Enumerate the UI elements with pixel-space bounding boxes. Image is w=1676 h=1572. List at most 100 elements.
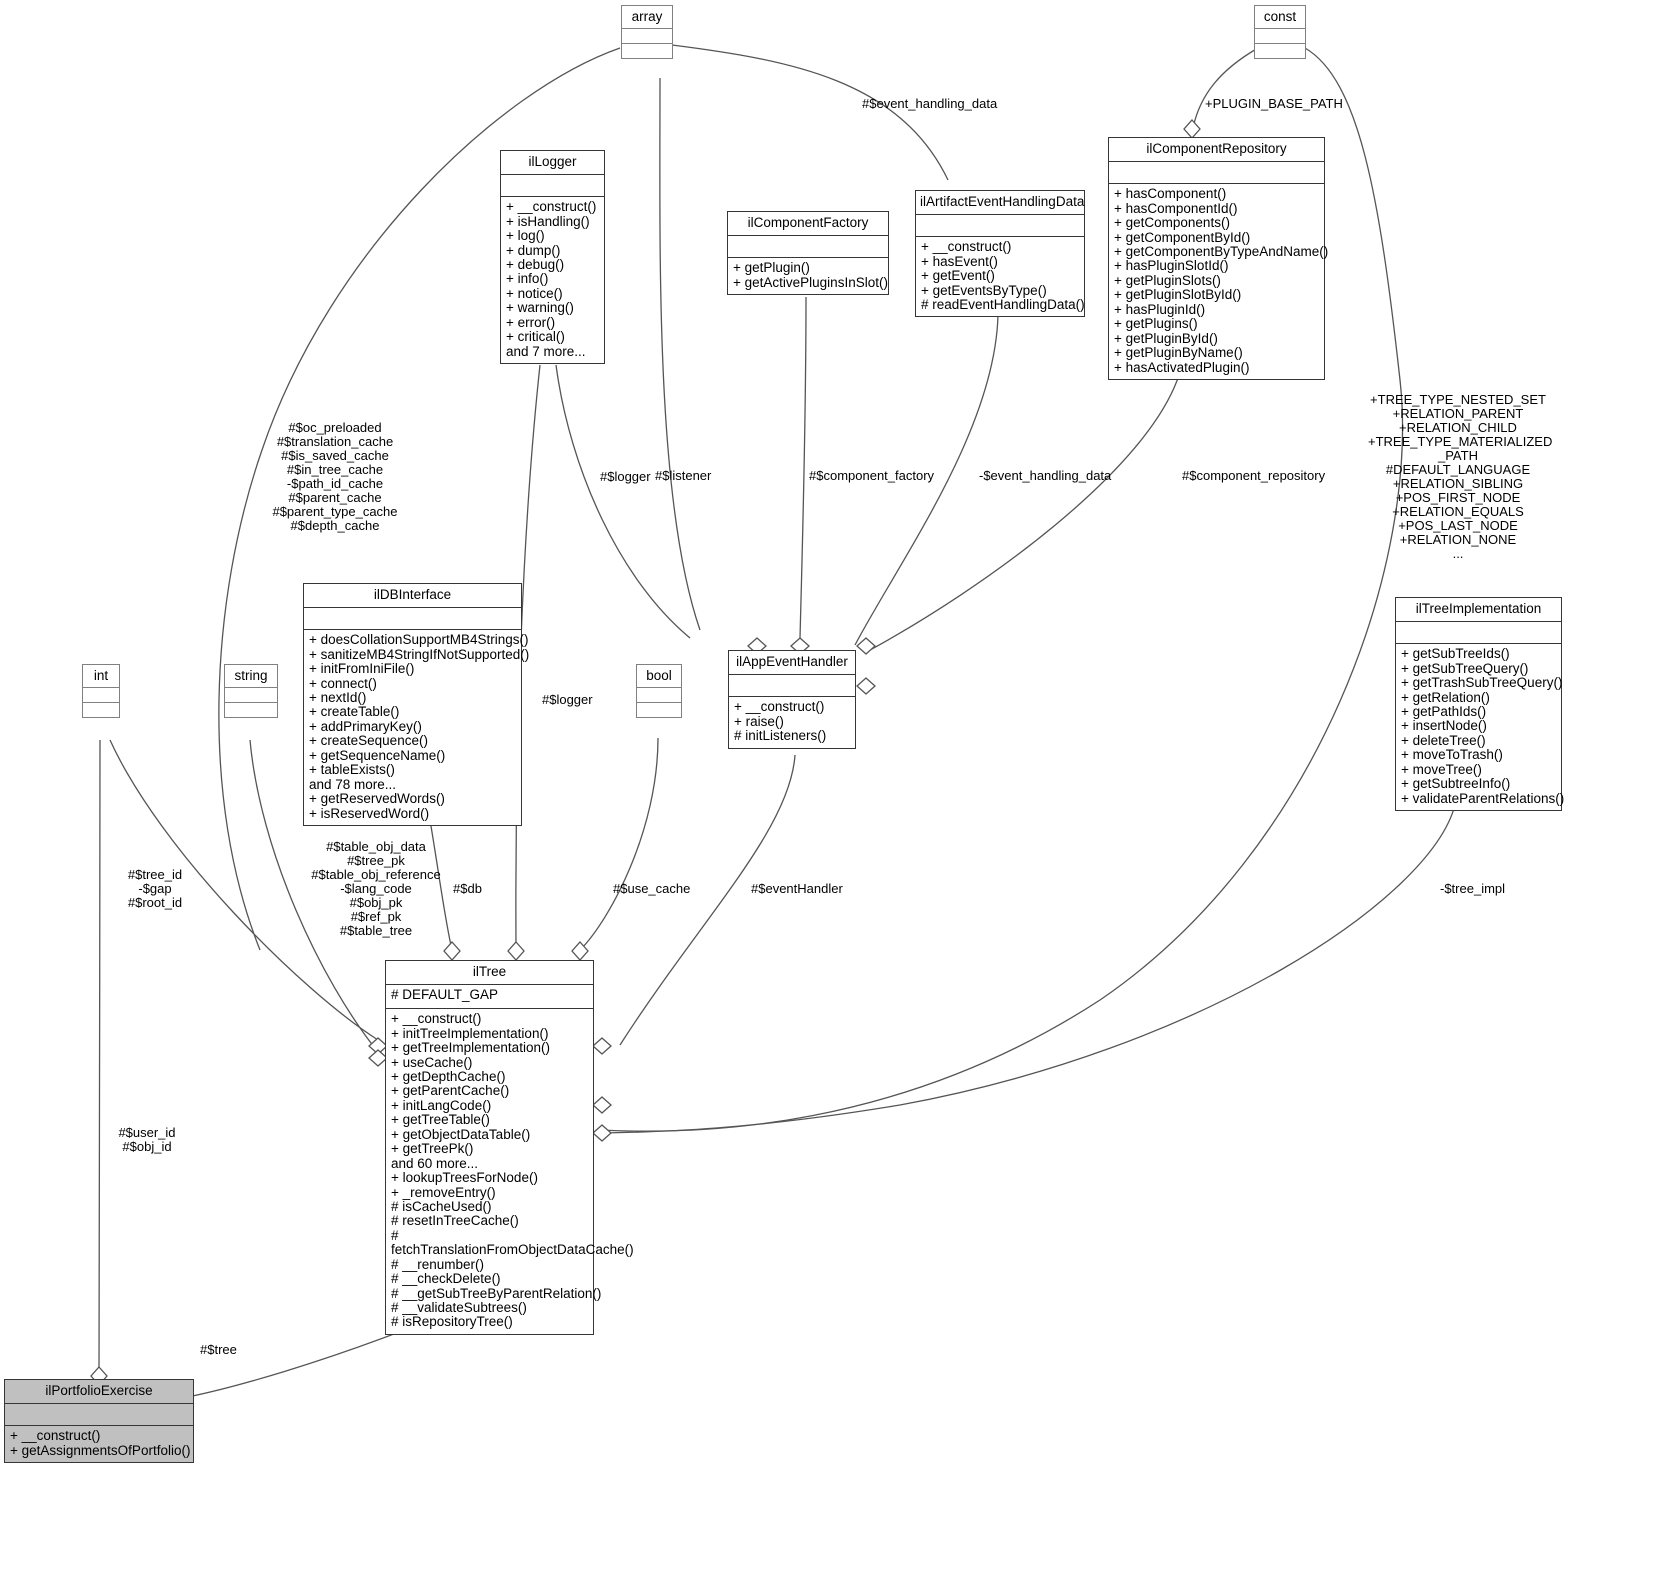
class-ops-ilartifacteventhandlingdata: + __construct() + hasEvent() + getEvent(… xyxy=(916,237,1085,316)
operation: + connect() xyxy=(309,675,377,691)
operation: + __construct() xyxy=(506,199,597,215)
type-box-array: array xyxy=(621,5,673,59)
operation: + initTreeImplementation() xyxy=(391,1025,549,1041)
operation: + getTreeTable() xyxy=(391,1112,490,1128)
operation: + hasEvent() xyxy=(921,253,998,269)
type-box-row xyxy=(83,703,119,717)
operation: + isHandling() xyxy=(506,213,590,229)
class-box-ilartifacteventhandlingdata[interactable]: ilArtifactEventHandlingData + __construc… xyxy=(915,190,1085,318)
class-attrs-ildbinterface xyxy=(304,608,521,631)
operation: + deleteTree() xyxy=(1401,732,1486,748)
operation: + __construct() xyxy=(921,239,1012,255)
class-box-ilportfolioexercise[interactable]: ilPortfolioExercise + __construct() + ge… xyxy=(4,1379,194,1464)
class-name-ilportfolioexercise: ilPortfolioExercise xyxy=(5,1380,193,1405)
operation: + addPrimaryKey() xyxy=(309,718,422,734)
edge-label-component-factory: #$component_factory xyxy=(809,468,935,483)
class-box-ilcomponentrepository[interactable]: ilComponentRepository + hasComponent() +… xyxy=(1108,137,1329,380)
class-attrs-ilportfolioexercise xyxy=(5,1404,193,1427)
class-box-iltreeimplementation[interactable]: ilTreeImplementation + getSubTreeIds() +… xyxy=(1395,597,1564,812)
class-ops-ildbinterface: + doesCollationSupportMB4Strings() + san… xyxy=(304,630,530,825)
type-box-row xyxy=(637,703,681,717)
operation: + _removeEntry() xyxy=(391,1184,496,1200)
type-box-row xyxy=(1255,29,1305,44)
operation: + getPlugin() xyxy=(733,260,810,276)
class-ops-iltree: + __construct() + initTreeImplementation… xyxy=(386,1009,634,1334)
operation: + hasComponentId() xyxy=(1114,200,1238,216)
edge-label-use-cache: #$use_cache xyxy=(613,881,691,896)
edge-label-tree: #$tree xyxy=(200,1342,237,1357)
class-attrs-iltree: # DEFAULT_GAP xyxy=(386,985,593,1010)
operation: + info() xyxy=(506,271,549,287)
type-box-row xyxy=(225,703,277,717)
operation: + moveToTrash() xyxy=(1401,747,1503,763)
edge-label-user-obj-ids: #$user_id #$obj_id xyxy=(118,1125,176,1155)
class-attrs-iltreeimplementation xyxy=(1396,622,1561,645)
operation: # readEventHandlingData() xyxy=(921,297,1085,313)
operation: + error() xyxy=(506,314,556,330)
operation: + warning() xyxy=(506,300,574,316)
class-box-ilcomponentfactory[interactable]: ilComponentFactory + getPlugin() + getAc… xyxy=(727,211,889,296)
edge-label-db-fields: #$table_obj_data #$tree_pk #$table_obj_r… xyxy=(311,839,441,939)
operation: + log() xyxy=(506,228,545,244)
operation: + hasComponent() xyxy=(1114,186,1227,202)
edge-label-component-repository: #$component_repository xyxy=(1182,468,1326,483)
type-box-const: const xyxy=(1254,5,1306,59)
type-box-int: int xyxy=(82,664,120,718)
operation: + getEvent() xyxy=(921,268,995,284)
operation: + getComponentByTypeAndName() xyxy=(1114,244,1329,260)
operation: + getPluginByName() xyxy=(1114,345,1243,361)
type-box-int-label: int xyxy=(83,665,119,688)
operation: + initLangCode() xyxy=(391,1097,492,1113)
operation: + hasPluginSlotId() xyxy=(1114,258,1229,274)
edge-label-event-handler: #$eventHandler xyxy=(751,881,843,896)
operation: + getSequenceName() xyxy=(309,747,446,763)
class-name-illogger: ilLogger xyxy=(501,151,604,176)
class-ops-ilcomponentrepository: + hasComponent() + hasComponentId() + ge… xyxy=(1109,184,1329,379)
class-name-iltreeimplementation: ilTreeImplementation xyxy=(1396,598,1561,623)
class-box-illogger[interactable]: ilLogger + __construct() + isHandling() … xyxy=(500,150,605,365)
class-name-ilcomponentfactory: ilComponentFactory xyxy=(728,212,888,237)
operation: # isRepositoryTree() xyxy=(391,1314,513,1330)
type-box-row xyxy=(622,44,672,58)
type-box-row xyxy=(225,688,277,703)
operation-more: and 7 more... xyxy=(506,343,586,359)
operation: + getComponentById() xyxy=(1114,229,1251,245)
class-ops-ilappeventhandler: + __construct() + raise() # initListener… xyxy=(729,697,855,747)
type-box-row xyxy=(637,688,681,703)
class-ops-illogger: + __construct() + isHandling() + log() +… xyxy=(501,197,604,363)
operation: + __construct() xyxy=(391,1011,482,1027)
operation: + doesCollationSupportMB4Strings() xyxy=(309,632,529,648)
class-box-ildbinterface[interactable]: ilDBInterface + doesCollationSupportMB4S… xyxy=(303,583,530,826)
operation: + getPathIds() xyxy=(1401,704,1487,720)
type-box-row xyxy=(83,688,119,703)
class-name-ildbinterface: ilDBInterface xyxy=(304,584,521,609)
operation: + getSubTreeQuery() xyxy=(1401,660,1529,676)
operation: + moveTree() xyxy=(1401,761,1482,777)
type-box-row xyxy=(1255,44,1305,58)
operation: + getPlugins() xyxy=(1114,316,1198,332)
operation: + notice() xyxy=(506,285,563,301)
type-box-array-label: array xyxy=(622,6,672,29)
operation: + __construct() xyxy=(734,699,825,715)
operation: + debug() xyxy=(506,257,565,273)
operation: + sanitizeMB4StringIfNotSupported() xyxy=(309,646,530,662)
operation: + createTable() xyxy=(309,704,400,720)
class-box-ilappeventhandler[interactable]: ilAppEventHandler + __construct() + rais… xyxy=(728,650,856,749)
operation: + getTrashSubTreeQuery() xyxy=(1401,675,1563,691)
class-attrs-illogger xyxy=(501,175,604,198)
operation-more: and 60 more... xyxy=(391,1155,479,1171)
class-box-iltree[interactable]: ilTree # DEFAULT_GAP + __construct() + i… xyxy=(385,960,634,1335)
edge-label-logger-lower: #$logger xyxy=(542,692,593,707)
operation: + initFromIniFile() xyxy=(309,661,415,677)
class-ops-ilcomponentfactory: + getPlugin() + getActivePluginsInSlot() xyxy=(728,258,888,294)
class-name-ilartifacteventhandlingdata: ilArtifactEventHandlingData xyxy=(916,191,1084,216)
operation: + lookupTreesForNode() xyxy=(391,1170,538,1186)
operation: # isCacheUsed() xyxy=(391,1198,492,1214)
edge-label-plugin-base-path: +PLUGIN_BASE_PATH xyxy=(1205,96,1343,111)
operation: + tableExists() xyxy=(309,762,395,778)
edge-label-tree-caches: #$oc_preloaded #$translation_cache #$is_… xyxy=(272,420,398,534)
type-box-string-label: string xyxy=(225,665,277,688)
class-name-ilappeventhandler: ilAppEventHandler xyxy=(729,651,855,676)
operation: + getSubTreeIds() xyxy=(1401,646,1510,662)
